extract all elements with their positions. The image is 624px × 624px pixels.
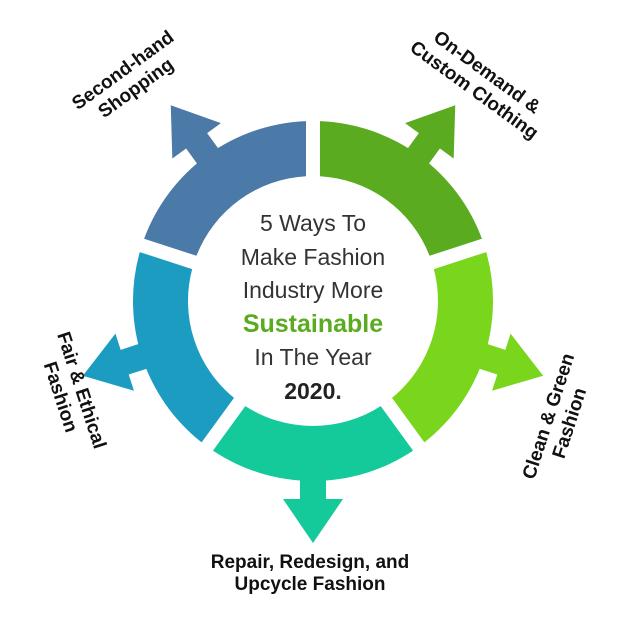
segment-arc [319,121,482,256]
label-line: Upcycle Fashion [234,574,386,595]
segment-second-hand [144,105,307,256]
label-line: Repair, Redesign, and [210,552,410,573]
arrow-icon [405,105,456,168]
arrow-icon [82,333,151,391]
segment-repair [212,406,414,543]
segment-arc [392,252,494,443]
center-line-1: 5 Ways To [259,210,367,236]
label-repair: Repair, Redesign, and Upcycle Fashion [190,552,430,596]
segment-arc [133,252,234,443]
center-line-2: Make Fashion [240,243,386,270]
segment-on-demand [319,105,482,256]
center-line-5: In The Year [254,344,372,370]
arrow-icon [283,476,343,543]
segment-clean-green [392,252,544,443]
center-line-3: Industry More [242,277,384,303]
arrow-icon [170,105,221,168]
center-title: 5 Ways To Make Fashion Industry More Sus… [213,207,413,408]
center-year: 2020 [284,377,336,404]
center-highlight: Sustainable [242,309,384,338]
center-year-line: 2020. [213,375,413,409]
segment-fair-ethical [82,252,234,443]
segment-arc [144,121,307,256]
segment-arc [212,406,414,482]
center-period: . [335,377,342,404]
arrow-icon [475,333,544,391]
